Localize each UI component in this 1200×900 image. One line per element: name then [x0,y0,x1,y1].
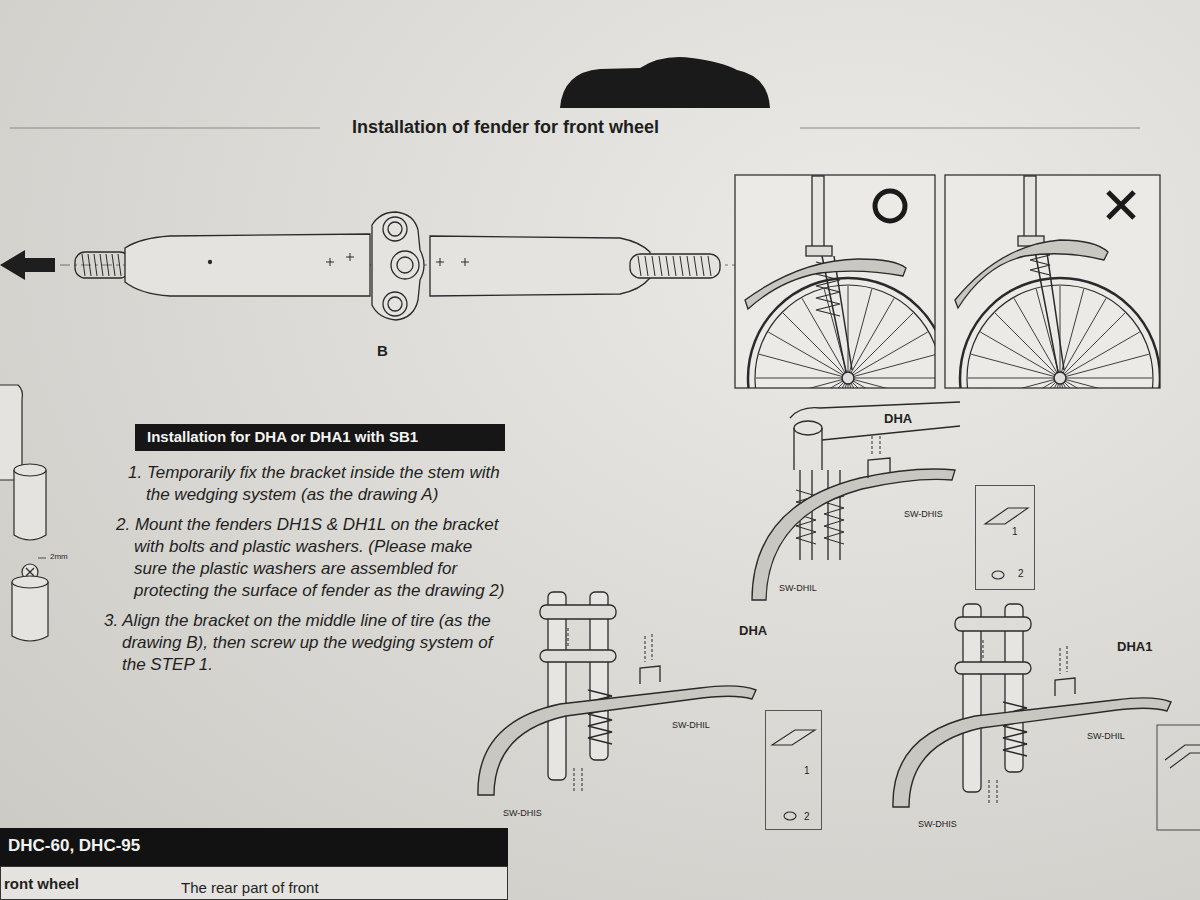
bracket-drawing [326,253,469,266]
fork-drawing-dha1 [893,604,1171,807]
wedge-drawing [12,576,48,588]
washer-sketch [1157,725,1200,830]
wheel-panel-wrong [1024,176,1036,238]
fork-drawing-dha-top [868,458,890,478]
drawing-label: DHA [884,412,912,427]
fork-drawing-dha-top [752,402,960,600]
part-label: 2mm [50,552,68,561]
wheel-panel-correct [806,246,832,256]
bracket-drawing [391,251,419,279]
washer-sketch [992,571,1004,579]
fork-drawing-dha-top [872,436,880,456]
node-text: DHC-60, DHC-95 [8,836,140,856]
wheel-panel-wrong [955,176,1160,388]
bracket-drawing [125,234,370,296]
fork-drawing-dha-top [794,428,822,470]
part-label: SW-DHIL [672,720,710,730]
bracket-drawing [397,257,413,273]
wedge-drawing [12,582,48,641]
fork-drawing-dha-top [794,421,822,435]
node-text: 2 [804,811,810,823]
fork-drawing-dha [478,592,756,795]
bracket-drawing [430,236,650,296]
part-label: SW-DHIL [779,583,817,593]
wheel-panel-correct [822,256,852,372]
wheel-panel-correct [748,278,935,388]
wedge-drawing [14,470,46,540]
washer-sketch [985,508,1028,524]
wheel-panel-correct [745,176,935,388]
wedge-drawing [26,568,34,576]
fork-drawing-dha-top [790,402,960,440]
part-label: SW-DHIS [904,509,943,519]
washer-sketch [772,508,1200,830]
bracket-drawing [383,217,407,241]
washer-sketch [772,730,815,745]
bracket-drawing [388,297,402,311]
wedge-drawing [0,385,48,641]
part-label: SW-DHIS [503,808,542,818]
instruction-step: 3. Align the bracket on the middle line … [104,610,500,676]
bracket-drawing [372,212,424,320]
bracket-drawing [383,292,407,316]
drawing-label: B [377,342,388,359]
node-text: The rear part of front [181,879,319,896]
part-label: SW-DHIL [1087,731,1125,741]
direction-arrow [0,250,55,280]
wheel-panel-correct [812,176,824,248]
fork-drawing-dha [478,592,756,795]
drawing-label: DHA1 [1117,640,1152,655]
wedge-drawing [38,558,46,559]
section-panel: ront wheel The rear part of front [0,866,508,900]
bracket-drawing [0,212,735,320]
wheel-panel-wrong [1108,192,1134,218]
inset-box: 12 [765,710,822,830]
wheel-panel-correct [875,191,905,221]
wheel-panel-wrong [955,240,1108,308]
header-tab [560,57,770,108]
part-label: SW-DHIS [918,819,957,829]
washer-sketch [1165,745,1200,768]
washer-sketch [784,812,796,820]
wedge-drawing [14,464,46,476]
drawing-label: DHA [739,624,767,639]
node-text: Installation for DHA or DHA1 with SB1 [147,428,418,445]
instruction-step: 2. Mount the fenders DH1S & DH1L on the … [116,514,506,602]
wheel-panel-wrong [945,175,1160,478]
inset-box: 12 [975,485,1035,590]
node-text: ront wheel [4,875,79,892]
section-bar: DHC-60, DHC-95 [0,828,508,866]
wheel-panel-wrong [960,278,1160,388]
diagram-title: Installation of fender for front wheel [352,117,659,138]
node-text: 1 [1012,526,1018,538]
bracket-drawing [638,256,711,276]
bracket-drawing [209,261,212,264]
instruction-step: 1. Temporarily fix the bracket inside th… [128,462,508,506]
fork-drawing-dha1 [893,604,1171,807]
node-text: 1 [804,765,810,777]
node-text: 2 [1018,568,1024,580]
wheel-panel-correct [745,259,906,309]
bracket-drawing [75,252,130,278]
heading-bar: Installation for DHA or DHA1 with SB1 [135,424,505,451]
bracket-drawing [630,254,720,278]
fork-drawing-dha-top [752,469,955,600]
bracket-drawing [388,222,402,236]
bracket-drawing [82,254,121,276]
wheel-panel-correct [735,175,948,478]
